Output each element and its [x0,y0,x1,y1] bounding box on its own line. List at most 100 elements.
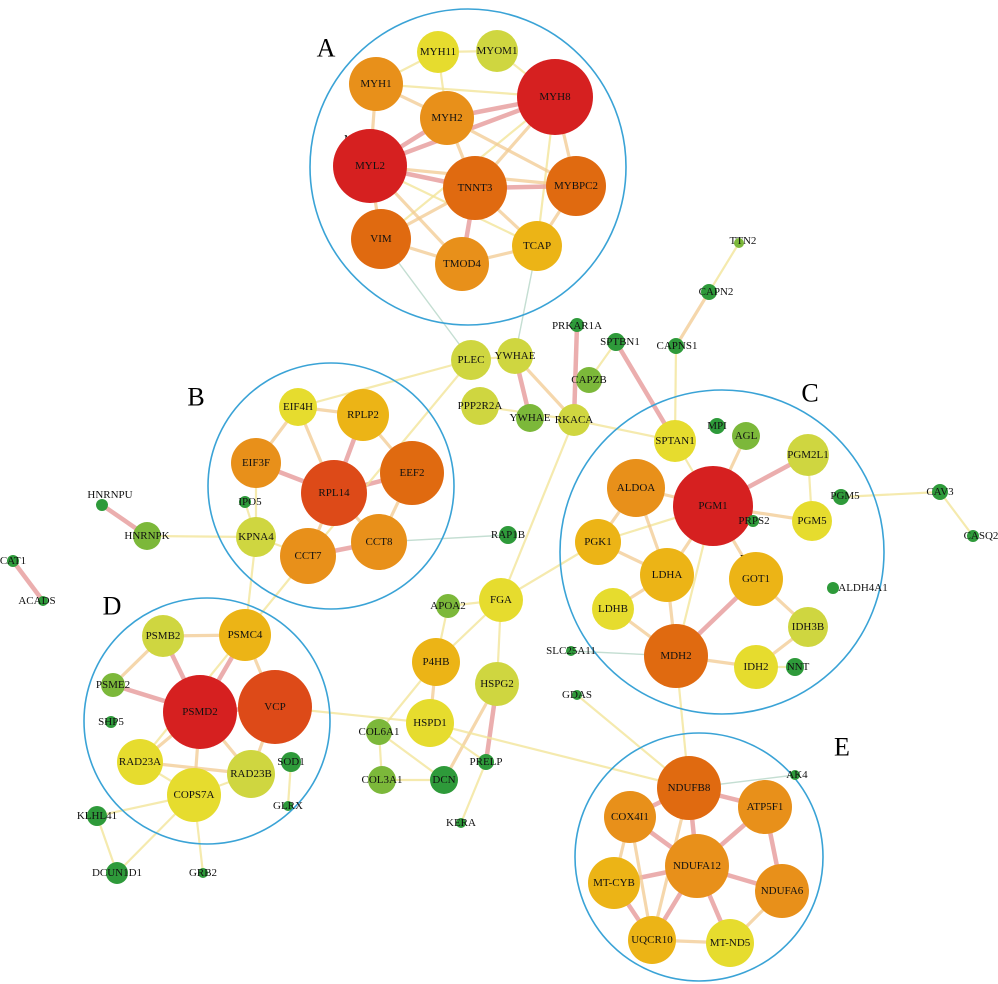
node-ppp2r2a: PPP2R2A [458,387,502,425]
node-label-apoa2: APOA2 [430,600,465,612]
node-shp5: SHP5 [98,716,124,728]
node-circle-nnt [786,658,804,676]
node-tcap: TCAP [512,221,562,271]
node-sod1: SOD1 [277,752,305,772]
node-circle-pgm2l1 [787,434,829,476]
node-circle-prelp [478,754,494,770]
node-circle-mdh2 [644,624,708,688]
node-rpl14: RPL14 [301,460,367,526]
node-circle-eif3f [231,438,281,488]
nodes-layer: MYH11MYOM1MYH1MYH8MYH2MYLK2MYL2TNNT3MYBP… [0,30,998,967]
node-atp5f1: ATP5F1 [738,780,792,834]
node-label-psmd2: PSMD2 [182,706,217,718]
cluster-b-letter: B [187,383,204,412]
node-dcun1d1: DCUN1D1 [92,862,142,884]
node-label-psme2: PSME2 [96,679,130,691]
node-ttn2: TTN2 [730,235,757,248]
node-circle-p4hb [412,638,460,686]
node-label-ywhae: YWHAE [495,350,536,362]
node-label-uqcr10: UQCR10 [631,934,673,946]
node-circle-col3a1 [368,766,396,794]
node-myh2: MYH2 [420,91,474,145]
node-ldha: LDHA [640,548,694,602]
node-eef2: EEF2 [380,441,444,505]
node-label-col6a1: COL6A1 [359,726,400,738]
node-label-prps2: PRPS2 [738,515,769,527]
node-got1: GOT1 [729,552,783,606]
node-mt-cyb: MT-CYB [588,857,640,909]
node-circle-pgm5b [833,489,849,505]
node-label-tnnt3: TNNT3 [458,182,493,194]
node-circle-agl [732,422,760,450]
node-label-vcp: VCP [264,701,285,713]
node-circle-mybpc2 [546,156,606,216]
node-circle-got1 [729,552,783,606]
node-label-cct7: CCT7 [295,550,322,562]
node-sptbn1: SPTBN1 [600,333,640,351]
node-circle-psme2 [101,673,125,697]
cluster-b-boundary [207,362,455,610]
node-circle-vim [351,209,411,269]
node-myl2: MYL2 [333,129,407,203]
node-circle-prkar1a [570,318,584,332]
node-circle-capzb [576,367,602,393]
node-circle-ttn2 [734,238,744,248]
node-label-aldoa: ALDOA [617,482,656,494]
node-label-rap1b: RAP1B [491,529,525,541]
node-aldoa: ALDOA [607,459,665,517]
node-circle-atp5f1 [738,780,792,834]
node-circle-vcp [238,670,312,744]
node-label-vim: VIM [370,233,392,245]
node-label-kera: KERA [446,817,476,829]
cluster-c-letter: C [801,379,818,408]
node-hnrnpk: HNRNPK [124,522,170,550]
node-label-sptbn1: SPTBN1 [600,336,640,348]
node-myom1: MYOM1 [476,30,518,72]
node-klhl41: KLHL41 [77,806,117,826]
node-myh8: MYH8 [517,59,593,135]
node-circle-psmb2 [142,615,184,657]
node-label-prkar1a: PRKAR1A [552,320,602,332]
node-label-acat1: ACAT1 [0,555,26,567]
node-label-idh2: IDH2 [743,661,768,673]
node-circle-ywhae2 [516,404,544,432]
node-circle-aldh4a1 [827,582,839,594]
edge-capn2-capns1 [674,290,711,348]
node-circle-cct8 [351,514,407,570]
node-label-got1: GOT1 [742,573,770,585]
node-circle-sptbn1 [607,333,625,351]
node-label-pgm5b: PGM5 [830,490,860,502]
node-circle-prps2 [747,515,759,527]
cluster-d-boundary [83,597,331,845]
node-label-rad23a: RAD23A [119,756,161,768]
node-circle-fga [479,578,523,622]
node-label-shp5: SHP5 [98,716,124,728]
node-label-pgm1: PGM1 [698,500,727,512]
edge-acat1-acads [10,558,46,604]
node-label-acads: ACADS [18,595,55,607]
node-label-agl: AGL [735,430,758,442]
node-label-ak4: AK4 [786,769,808,781]
node-circle-ldhb [592,588,634,630]
node-label-ndufb8: NDUFB8 [668,782,711,794]
node-aldh4a1: ALDH4A1 [827,582,888,594]
node-eif3f: EIF3F [231,438,281,488]
node-ldhb: LDHB [592,588,634,630]
node-circle-glrx [283,801,293,811]
node-circle-myh8 [517,59,593,135]
node-circle-tmod4 [435,237,489,291]
node-label-cct8: CCT8 [366,536,393,548]
edge-cav3-casq2 [938,490,975,538]
node-rad23a: RAD23A [117,739,163,785]
node-label-sptan1: SPTAN1 [655,435,694,447]
node-label-aldh4a1: ALDH4A1 [838,582,888,594]
node-circle-dcn [430,766,458,794]
node-acat1: ACAT1 [0,555,26,567]
cluster-e-boundary [574,732,824,982]
node-label-mt-cyb: MT-CYB [593,877,635,889]
node-circle-rad23b [227,750,275,798]
node-uqcr10: UQCR10 [628,916,676,964]
node-circle-mpi [709,418,725,434]
node-label-ttn2: TTN2 [730,235,757,247]
node-label-ndufa6: NDUFA6 [761,885,804,897]
